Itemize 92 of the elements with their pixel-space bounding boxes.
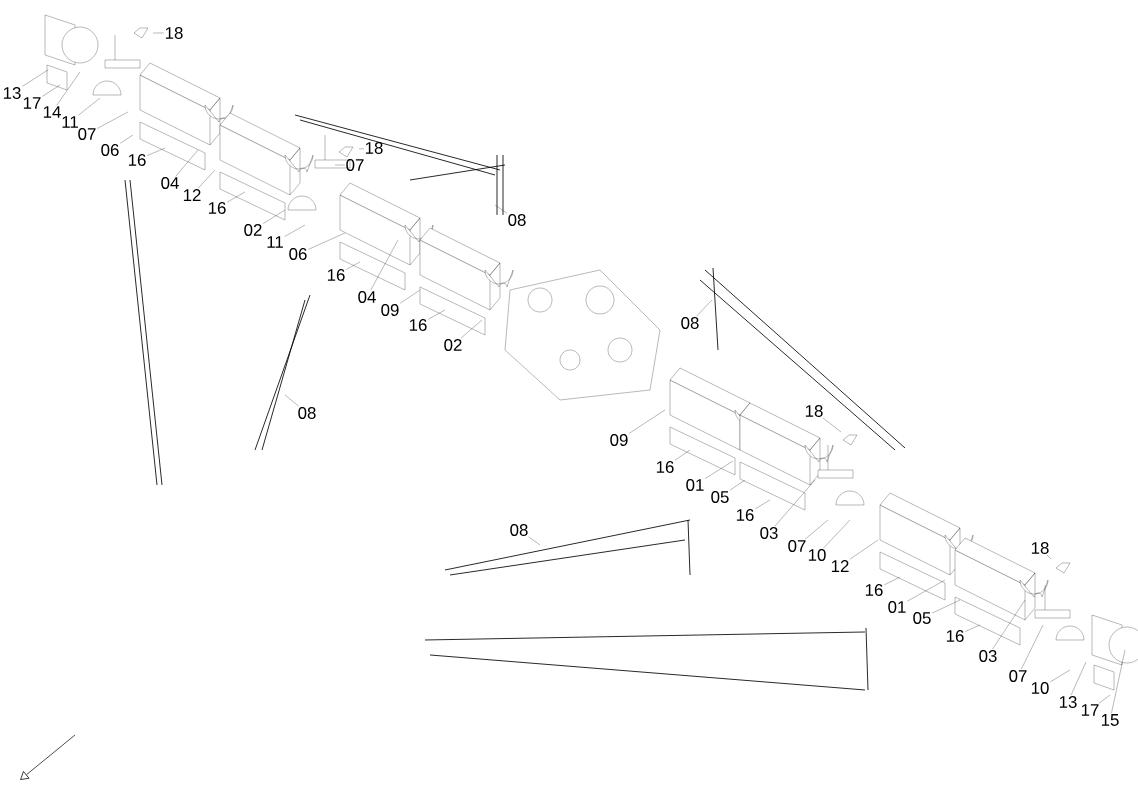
leader-line	[42, 84, 61, 97]
callout-number: 04	[161, 177, 179, 189]
leader-line	[494, 204, 508, 214]
callout-number: 13	[1059, 696, 1077, 708]
leader-line	[774, 479, 816, 527]
leader-line	[460, 319, 483, 339]
leader-line	[334, 164, 345, 166]
leader-line	[932, 599, 961, 614]
callout-number: 09	[381, 304, 399, 316]
leader-line	[120, 134, 134, 144]
callout-number: 17	[23, 97, 41, 109]
callout-number: 01	[888, 601, 906, 613]
leader-line	[1046, 554, 1052, 560]
callout-number: 16	[656, 461, 674, 473]
leader-line	[823, 519, 851, 549]
callout-number: 18	[165, 27, 183, 39]
callout-number: 02	[244, 224, 262, 236]
leader-line	[992, 599, 1026, 650]
callout-number: 07	[78, 128, 96, 140]
leader-line	[1070, 661, 1087, 696]
callout-number: 16	[736, 509, 754, 521]
leader-line	[1021, 624, 1044, 670]
leader-line	[805, 519, 829, 540]
callout-number: 11	[62, 116, 78, 128]
callout-number: 08	[681, 317, 699, 329]
leader-line	[729, 479, 746, 491]
callout-number: 06	[289, 248, 307, 260]
callout-number: 12	[183, 189, 201, 201]
leader-line	[227, 191, 246, 203]
callout-number: 11	[267, 236, 283, 248]
leader-line	[907, 579, 946, 602]
callout-number: 06	[101, 144, 119, 156]
callout-number: 15	[1101, 714, 1119, 726]
callout-number: 10	[808, 549, 826, 561]
leader-line	[152, 32, 164, 34]
callout-number: 01	[686, 479, 704, 491]
callout-number: 16	[208, 202, 226, 214]
leader-line	[284, 224, 306, 237]
leader-line	[56, 71, 81, 106]
callout-number: 03	[760, 527, 778, 539]
leader-line	[705, 460, 734, 479]
callout-number: 08	[508, 214, 526, 226]
leader-line	[400, 289, 421, 304]
leader-line	[1098, 694, 1111, 704]
leader-line	[358, 148, 364, 150]
leader-line	[822, 417, 842, 433]
callout-number: 16	[865, 584, 883, 596]
callout-number: 03	[979, 650, 997, 662]
callout-number: 16	[946, 630, 964, 642]
callout-number: 16	[327, 269, 345, 281]
callout-number: 16	[409, 319, 427, 331]
callout-number: 08	[510, 524, 528, 536]
leader-line	[370, 239, 399, 291]
callout-number: 18	[805, 405, 823, 417]
callout-number: 12	[831, 560, 849, 572]
leader-line	[198, 169, 216, 189]
leader-line	[1050, 669, 1071, 682]
callout-number: 08	[298, 407, 316, 419]
leader-line	[308, 232, 346, 250]
leader-line	[147, 147, 166, 156]
leader-line	[755, 499, 771, 509]
leader-line	[884, 576, 901, 586]
callout-number: 18	[365, 142, 383, 154]
callout-number: 16	[128, 154, 146, 166]
callout-number: 07	[1009, 670, 1027, 682]
leader-line	[97, 111, 129, 129]
leader-line	[263, 209, 286, 224]
leader-line	[22, 69, 49, 87]
callout-number: 02	[444, 339, 462, 351]
callout-number: 09	[610, 434, 628, 446]
leader-line	[849, 539, 879, 560]
leader-line	[1111, 649, 1126, 714]
callout-number: 14	[43, 106, 61, 118]
callout-number: 05	[711, 491, 729, 503]
callout-number: 05	[913, 612, 931, 624]
leader-line	[346, 261, 361, 270]
leader-line	[284, 394, 299, 407]
leader-line	[965, 624, 981, 632]
callout-number: 07	[788, 540, 806, 552]
leader-line	[629, 409, 666, 434]
callout-number: 07	[346, 159, 364, 171]
leader-line	[78, 97, 101, 116]
leader-line	[428, 309, 446, 320]
callout-number: 17	[1081, 704, 1099, 716]
leader-line	[528, 536, 541, 546]
leader-line	[696, 299, 713, 317]
leader-line	[175, 149, 199, 177]
callout-number: 04	[358, 291, 376, 303]
callout-number: 18	[1031, 542, 1049, 554]
leader-line	[674, 449, 691, 461]
callout-number: 13	[3, 87, 21, 99]
callout-number: 10	[1031, 682, 1049, 694]
